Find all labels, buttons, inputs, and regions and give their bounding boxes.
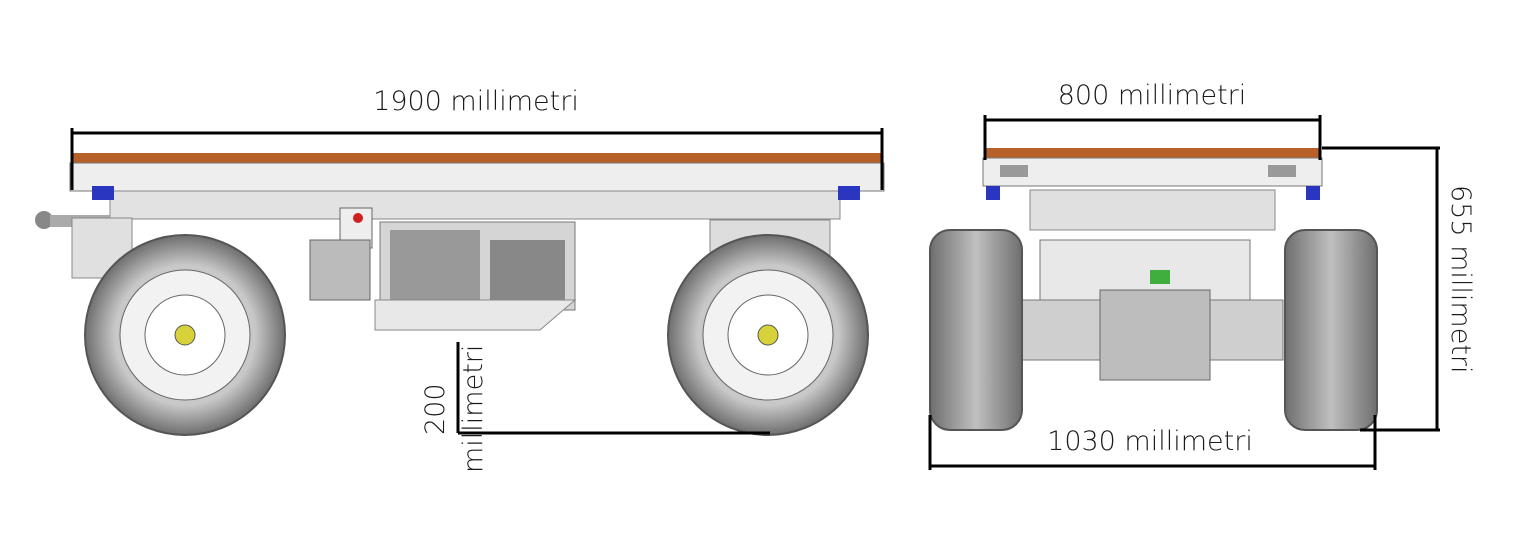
length-label: 1900 millimetri — [373, 86, 579, 117]
clearance-value: 200 — [420, 383, 451, 435]
height-label: 655 millimetri — [1445, 185, 1476, 374]
bracket — [1306, 186, 1320, 200]
bracket — [986, 186, 1000, 200]
bracket — [838, 186, 860, 200]
deck-width-label: 800 millimetri — [1058, 80, 1247, 111]
bracket — [92, 186, 114, 200]
left-tire — [929, 229, 1023, 431]
red-button — [353, 213, 363, 223]
side-view: 1900 millimetri 200 millimetri — [35, 86, 885, 473]
deck — [985, 148, 1320, 158]
clearance-unit: millimetri — [458, 345, 489, 473]
rear-wheel — [84, 234, 286, 436]
frame — [982, 157, 1323, 187]
deck — [72, 153, 882, 163]
track-width-label: 1030 millimetri — [1047, 426, 1253, 457]
frame — [69, 162, 885, 192]
front-view: 800 millimetri 655 millimetri 1030 milli… — [928, 80, 1476, 470]
tow-hitch — [35, 211, 53, 229]
right-tire — [1284, 229, 1378, 431]
front-wheel — [667, 234, 869, 436]
